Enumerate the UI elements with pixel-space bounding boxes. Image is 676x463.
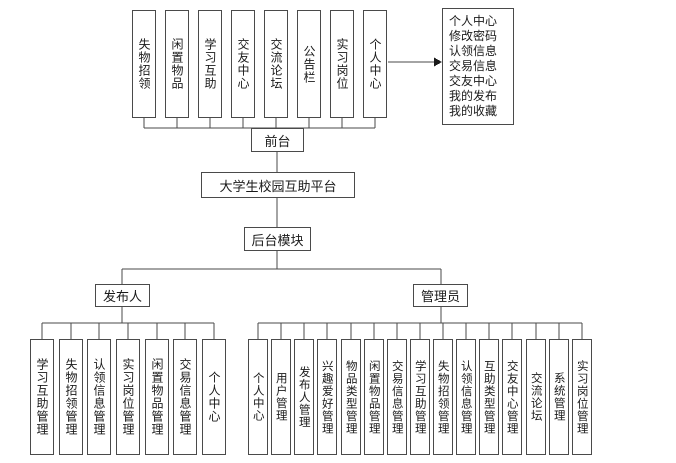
role-publisher: 发布人 [95,284,150,307]
pub-claim-info-mgmt: 认领信息管理 [87,339,111,455]
front-node: 前台 [251,128,304,152]
adm-claim-info-mgmt: 认领信息管理 [456,339,476,455]
front-module-internship: 实习岗位 [330,10,354,118]
callout-line: 我的收藏 [449,104,498,118]
front-module-study-help: 学习互助 [198,10,222,118]
adm-user-mgmt: 用户管理 [271,339,291,455]
adm-item-type-mgmt: 物品类型管理 [341,339,361,455]
adm-system-mgmt: 系统管理 [549,339,569,455]
pub-internship-mgmt: 实习岗位管理 [116,339,140,455]
callout-line: 个人中心 [449,14,498,28]
arrow-icon [434,57,442,67]
adm-internship-mgmt: 实习岗位管理 [572,339,592,455]
adm-idle-items-mgmt: 闲置物品管理 [364,339,384,455]
front-module-idle-items: 闲置物品 [165,10,189,118]
pub-transaction-info-mgmt: 交易信息管理 [173,339,197,455]
backend-node: 后台模块 [244,227,311,251]
front-module-friends-center: 交友中心 [231,10,255,118]
callout-line: 修改密码 [449,29,498,43]
pub-study-help-mgmt: 学习互助管理 [30,339,54,455]
adm-personal-center: 个人中心 [248,339,268,455]
adm-hobby-mgmt: 兴趣爱好管理 [317,339,337,455]
adm-friends-center-mgmt: 交友中心管理 [502,339,522,455]
adm-study-help-mgmt: 学习互助管理 [410,339,430,455]
personal-center-callout: 个人中心 修改密码 认领信息 交易信息 交友中心 我的发布 我的收藏 [442,8,514,125]
role-admin: 管理员 [413,284,468,307]
adm-mutual-help-type-mgmt: 互助类型管理 [479,339,499,455]
adm-forum: 交流论坛 [526,339,546,455]
callout-line: 交易信息 [449,59,498,73]
callout-line: 交友中心 [449,74,498,88]
adm-transaction-info-mgmt: 交易信息管理 [387,339,407,455]
platform-root: 大学生校园互助平台 [201,172,355,198]
pub-lost-found-mgmt: 失物招领管理 [59,339,83,455]
pub-idle-items-mgmt: 闲置物品管理 [145,339,169,455]
front-module-personal-center: 个人中心 [363,10,387,118]
callout-line: 我的发布 [449,89,498,103]
callout-line: 认领信息 [449,44,498,58]
front-module-forum: 交流论坛 [264,10,288,118]
pub-personal-center: 个人中心 [202,339,226,455]
front-module-bulletin-board: 公告栏 [297,10,321,118]
adm-publisher-mgmt: 发布人管理 [294,339,314,455]
front-module-lost-found: 失物招领 [132,10,156,118]
adm-lost-found-mgmt: 失物招领管理 [433,339,453,455]
